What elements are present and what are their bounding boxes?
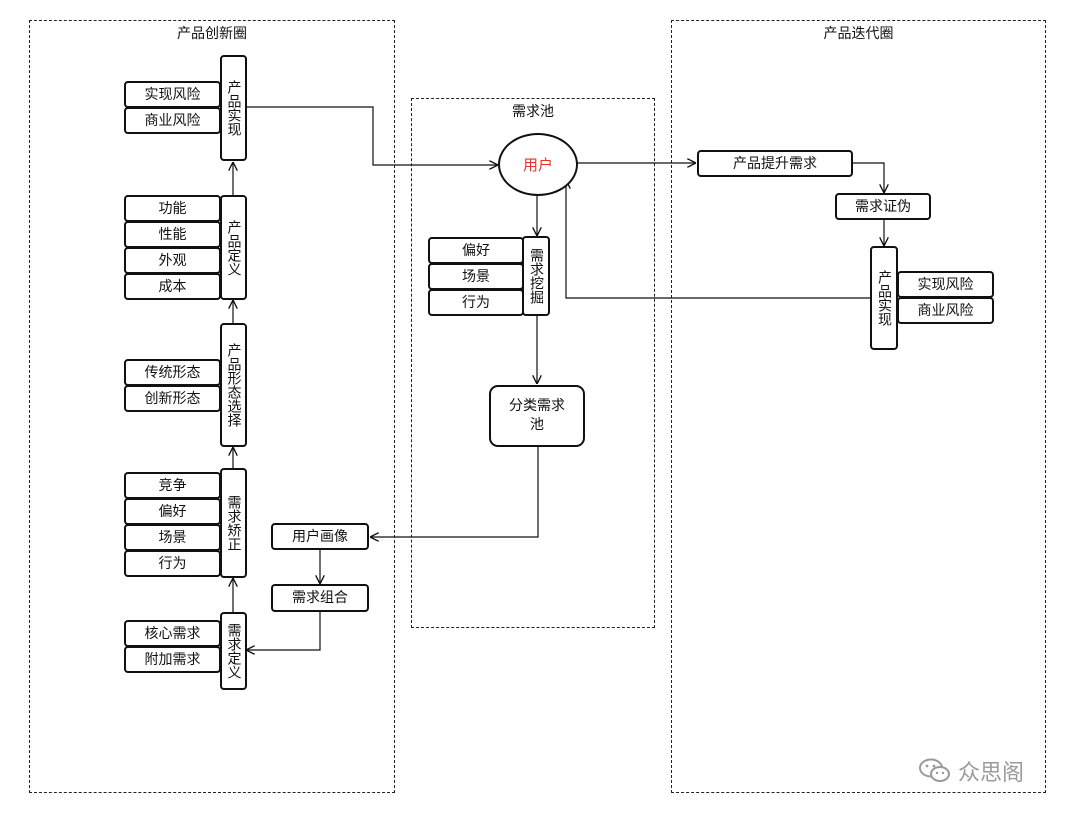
- innovation-realize-item-1: 商业风险: [124, 107, 221, 134]
- falsify-box: 需求证伪: [835, 193, 931, 220]
- watermark-text: 众思阁: [958, 761, 1025, 786]
- correct-label: 需求矫正: [225, 495, 242, 551]
- define-label: 产品定义: [225, 219, 242, 276]
- classified-pool-box: 分类需求池: [489, 385, 585, 447]
- define-item-3: 成本: [124, 273, 221, 300]
- reqdef-box: 需求定义: [220, 612, 247, 690]
- classified-pool-label: 分类需求池: [509, 398, 565, 433]
- correct-item-2: 场景: [124, 524, 221, 551]
- innovation-region-title: 产品创新圈: [177, 26, 247, 42]
- innovation-realize-label: 产品实现: [225, 80, 242, 136]
- correct-item-1: 偏好: [124, 498, 221, 525]
- arrow-realize-to-user: [246, 106, 498, 165]
- form-label: 产品形态选择: [225, 343, 242, 427]
- form-item-0: 传统形态: [124, 359, 221, 386]
- mining-item-1: 场景: [428, 263, 524, 290]
- user-label: 用户: [522, 156, 553, 174]
- innovation-region: 产品创新圈: [29, 20, 395, 793]
- iter-realize-box: 产品实现: [870, 246, 898, 350]
- iter-realize-label: 产品实现: [876, 270, 892, 326]
- define-item-2: 外观: [124, 247, 221, 274]
- demand-pool-region-title: 需求池: [512, 104, 554, 120]
- form-item-1: 创新形态: [124, 385, 221, 412]
- iter-realize-item-1: 商业风险: [897, 297, 994, 324]
- innovation-realize-box: 产品实现: [220, 55, 247, 161]
- define-item-0: 功能: [124, 195, 221, 222]
- arrow-iter-realize-to-user: [566, 180, 871, 299]
- mining-label: 需求挖掘: [528, 248, 544, 304]
- reqdef-label: 需求定义: [225, 623, 242, 679]
- define-item-1: 性能: [124, 221, 221, 248]
- innovation-realize-item-0: 实现风险: [124, 81, 221, 108]
- correct-box: 需求矫正: [220, 468, 247, 578]
- mining-item-2: 行为: [428, 289, 524, 316]
- persona-box: 用户画像: [271, 523, 369, 550]
- user-node: 用户: [498, 133, 578, 196]
- correct-item-3: 行为: [124, 550, 221, 577]
- iter-realize-item-0: 实现风险: [897, 271, 994, 298]
- reqdef-item-1: 附加需求: [124, 646, 221, 673]
- arrow-upgrade-to-falsify: [853, 162, 884, 193]
- form-box: 产品形态选择: [220, 323, 247, 447]
- demand-pool-region: 需求池: [411, 98, 655, 628]
- correct-item-0: 竞争: [124, 472, 221, 499]
- define-box: 产品定义: [220, 195, 247, 300]
- arrow-combine-to-reqdef: [246, 611, 321, 650]
- iteration-region-title: 产品迭代圈: [823, 26, 894, 42]
- upgrade-box: 产品提升需求: [697, 150, 853, 177]
- combine-box: 需求组合: [271, 584, 369, 612]
- reqdef-item-0: 核心需求: [124, 620, 221, 647]
- arrow-classified-to-persona: [370, 446, 539, 537]
- watermark: 众思阁: [918, 755, 1024, 787]
- mining-box: 需求挖掘: [522, 236, 550, 316]
- wechat-icon: [919, 758, 950, 782]
- iteration-region: 产品迭代圈: [671, 20, 1046, 793]
- mining-item-0: 偏好: [428, 237, 524, 264]
